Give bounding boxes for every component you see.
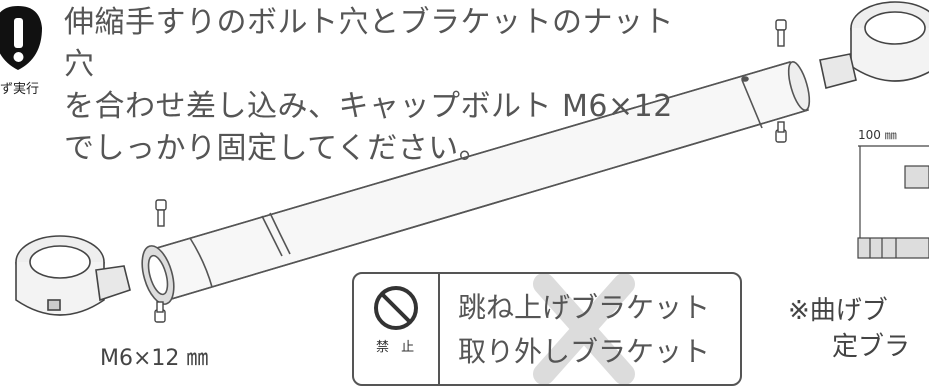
cross-mark-icon (533, 274, 635, 384)
prohibited-note-box: 禁 止 跳ね上げブラケット 取り外しブラケット (352, 272, 742, 386)
prohibited-item-1: 跳ね上げブラケット (458, 291, 711, 324)
bracket-right (819, 1, 929, 89)
divider (438, 274, 440, 384)
right-note-line-2: 定ブラ (832, 332, 911, 362)
prohibited-icon (374, 286, 418, 330)
bracket-left (15, 235, 131, 316)
prohibited-item-2: 取り外しブラケット (458, 335, 711, 368)
warning-badge-label: ず実行 (0, 82, 40, 97)
instruction-line-2: を合わせ差し込み、キャップボルト M6×12 (64, 89, 673, 124)
assembly-illustration (0, 1, 929, 323)
exclamation-icon (0, 6, 42, 70)
instruction-line-1: 伸縮手すりのボルト穴とブラケットのナット穴 (64, 5, 674, 82)
instruction-text: 伸縮手すりのボルト穴とブラケットのナット穴 を合わせ差し込み、キャップボルト M… (64, 2, 704, 170)
handrail-tube (141, 61, 811, 305)
prohibited-label: 禁 止 (376, 340, 419, 355)
dimension-label: 100 ㎜ (858, 128, 897, 142)
dimension-figure (857, 145, 929, 259)
right-note-line-1: ※曲げブ (788, 296, 888, 326)
bolt-icon (154, 19, 787, 323)
instruction-line-3: でしっかり固定してください。 (64, 131, 490, 166)
bolt-size-label: M6×12 ㎜ (100, 346, 209, 371)
